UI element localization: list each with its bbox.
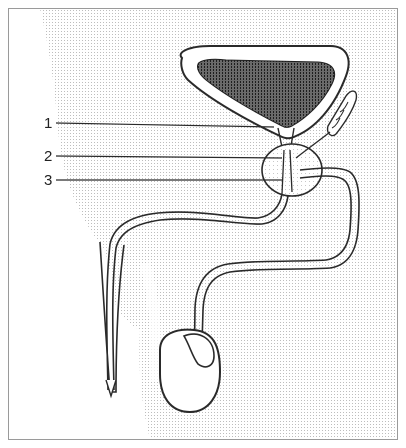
callout-label-1: 1 bbox=[44, 115, 52, 132]
callout-label-2: 2 bbox=[44, 148, 52, 165]
callout-label-3: 3 bbox=[44, 172, 52, 189]
